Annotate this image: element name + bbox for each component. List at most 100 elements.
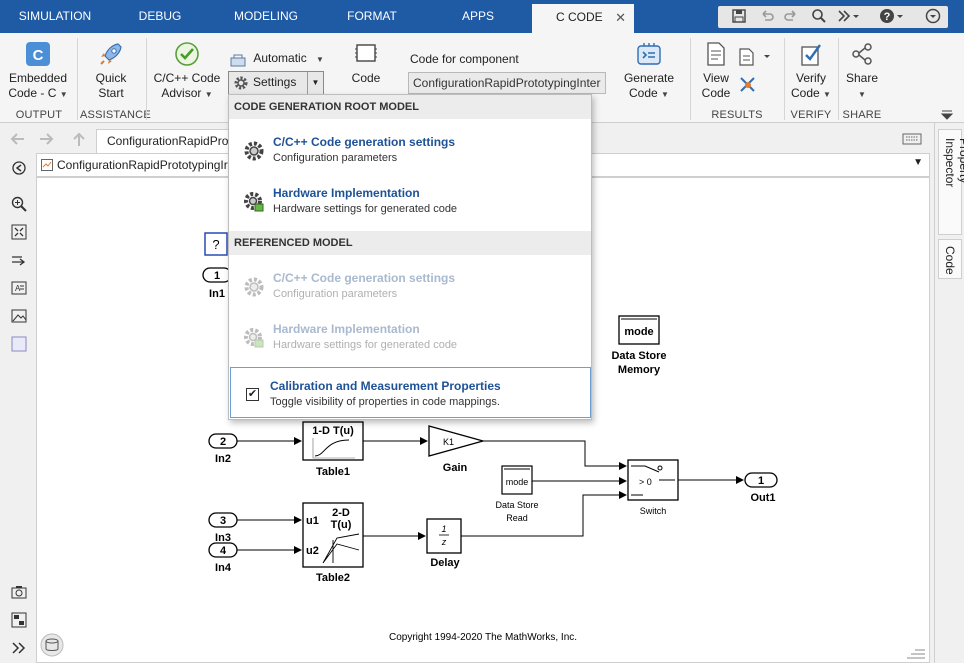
verify-icon <box>798 41 824 67</box>
chevron-down-icon[interactable]: ▼ <box>307 72 323 94</box>
expand-icon[interactable] <box>10 639 28 657</box>
verify-code-button[interactable]: Verify Code ▼ <box>788 41 834 102</box>
gain-block[interactable]: K1 Gain <box>428 425 486 474</box>
menu-item-subtitle: Configuration parameters <box>273 288 398 300</box>
calibration-properties-toggle[interactable]: ✔ Calibration and Measurement Properties… <box>230 367 591 418</box>
svg-text:Gain: Gain <box>443 462 468 474</box>
tab-simulation[interactable]: SIMULATION <box>18 9 92 23</box>
svg-text:A: A <box>15 284 21 293</box>
code-advisor-button[interactable]: C/C++ Code Advisor ▼ <box>150 41 224 102</box>
inport-in3[interactable]: 3 In3 <box>208 512 238 544</box>
inport-in2[interactable]: 2 In2 <box>208 433 238 465</box>
annotation-icon[interactable]: A <box>10 279 28 297</box>
generate-code-button[interactable]: Generate Code ▼ <box>618 41 680 102</box>
tab-modeling[interactable]: MODELING <box>233 9 298 23</box>
delay-block[interactable]: 1 z Delay <box>426 518 462 569</box>
svg-text:C: C <box>33 47 44 64</box>
hardware-gear-icon <box>243 191 265 213</box>
calibration-checkbox[interactable]: ✔ <box>246 388 259 401</box>
share-button[interactable]: Share ▼ <box>842 41 882 102</box>
svg-text:2-D: 2-D <box>332 507 350 519</box>
tab-apps[interactable]: APPS <box>461 9 494 23</box>
svg-text:?: ? <box>212 237 219 252</box>
group-label-output: OUTPUT <box>15 109 63 121</box>
share-label: Share <box>845 71 879 85</box>
svg-text:In1: In1 <box>209 288 225 300</box>
group-label-results: RESULTS <box>711 109 763 121</box>
redo-icon[interactable] <box>782 8 800 26</box>
chevron-down-icon[interactable]: ▼ <box>913 157 923 168</box>
code-interface-button[interactable]: Code <box>342 41 390 86</box>
area-icon[interactable] <box>10 335 28 353</box>
image-icon[interactable] <box>10 307 28 325</box>
save-icon[interactable] <box>730 8 748 26</box>
explorer-bar-icon[interactable] <box>10 611 28 629</box>
svg-text:Switch: Switch <box>640 506 667 516</box>
help-icon[interactable]: ? <box>878 8 908 26</box>
inport-in4[interactable]: 4 In4 <box>208 542 238 574</box>
zoom-in-icon[interactable] <box>10 195 28 213</box>
up-icon[interactable] <box>70 130 88 148</box>
outport-out1[interactable]: 1 Out1 <box>744 472 778 504</box>
forward-icon[interactable] <box>38 131 56 147</box>
menu-item-title: C/C++ Code generation settings <box>273 135 456 149</box>
root-model-header: CODE GENERATION ROOT MODEL <box>229 95 591 119</box>
window-menu-icon[interactable] <box>836 8 864 26</box>
svg-text:4: 4 <box>220 545 227 557</box>
tab-code[interactable]: Code <box>938 239 962 279</box>
collapse-ribbon-icon[interactable] <box>940 109 954 121</box>
menu-item-hardware-implementation[interactable]: Hardware Implementation Hardware setting… <box>229 182 591 228</box>
trace-icon[interactable] <box>738 75 758 95</box>
svg-text:1: 1 <box>441 524 446 534</box>
svg-text:Read: Read <box>506 513 528 523</box>
embedded-code-icon: C <box>25 41 51 67</box>
close-icon[interactable]: ✕ <box>615 10 626 25</box>
verify-code-label-1: Verify <box>795 71 826 85</box>
help-block[interactable]: ? <box>204 232 228 256</box>
embedded-code-button[interactable]: C Embedded Code - C ▼ <box>6 41 70 102</box>
canvas-toolstrip: A <box>0 153 36 663</box>
view-code-button[interactable]: View Code <box>694 41 738 101</box>
model-path: ConfigurationRapidPrototypingIr <box>57 158 228 172</box>
block-diagram: ? 1 In1 mode Data Store Memory 2 In2 <box>202 232 925 659</box>
svg-text:Data Store: Data Store <box>495 500 538 510</box>
menu-item-title: C/C++ Code generation settings <box>273 271 456 285</box>
group-label-share: SHARE <box>842 109 882 121</box>
minimize-ribbon-icon[interactable] <box>924 8 942 26</box>
undo-icon[interactable] <box>758 8 776 26</box>
share-icon <box>849 41 875 67</box>
breadcrumb[interactable]: ConfigurationRapidProto <box>96 129 232 153</box>
component-field[interactable]: ConfigurationRapidPrototypingInter <box>408 72 606 94</box>
lookup-table-1d-block[interactable]: 1-D T(u) Table1 <box>302 421 364 478</box>
lookup-table-2d-block[interactable]: 2-D T(u) u1 u2 Table2 <box>302 502 364 584</box>
inport-in1[interactable]: 1 In1 <box>202 267 232 300</box>
menu-item-code-generation-settings[interactable]: C/C++ Code generation settings Configura… <box>229 131 591 177</box>
switch-block[interactable]: > 0 Switch <box>627 459 679 516</box>
settings-split-button[interactable]: Settings ▼ <box>228 71 324 95</box>
tab-format[interactable]: FORMAT <box>347 9 397 23</box>
group-label-assistance: ASSISTANCE <box>80 109 151 121</box>
rocket-icon <box>98 41 124 67</box>
svg-text:> 0: > 0 <box>639 477 652 487</box>
search-icon[interactable] <box>810 8 828 26</box>
report-dropdown[interactable] <box>738 47 774 67</box>
quick-access-toolbar: ? <box>718 6 948 28</box>
automatic-label: Automatic <box>253 51 307 65</box>
check-circle-icon <box>174 41 200 67</box>
data-store-read-block[interactable]: mode Data Store Read <box>495 465 539 523</box>
back-icon[interactable] <box>8 131 26 147</box>
resize-grip-icon[interactable] <box>907 649 925 659</box>
fit-view-icon[interactable] <box>10 223 28 241</box>
signal-arrow-icon[interactable] <box>10 251 28 269</box>
hide-browser-icon[interactable] <box>10 159 28 177</box>
data-store-memory-block[interactable]: mode Data Store Memory <box>611 315 667 376</box>
screenshot-icon[interactable] <box>10 583 28 601</box>
model-data-icon[interactable] <box>40 633 64 657</box>
tab-debug[interactable]: DEBUG <box>138 9 182 23</box>
gear-icon <box>243 140 265 162</box>
tab-property-inspector[interactable]: Property Inspector <box>938 129 964 235</box>
quick-start-button[interactable]: Quick Start <box>82 41 140 101</box>
keyboard-icon[interactable] <box>902 133 922 145</box>
automatic-dropdown[interactable]: Automatic ▼ <box>230 47 330 69</box>
tab-c-code[interactable]: C CODE ✕ <box>532 4 634 33</box>
